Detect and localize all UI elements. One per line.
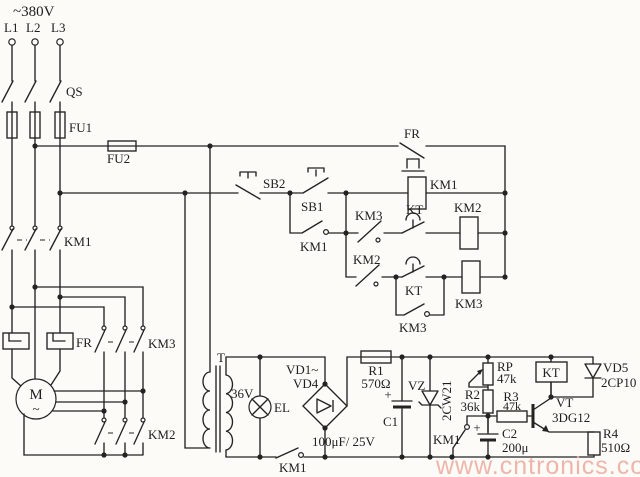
electronics-section: T 36V KM1 EL VD1~ VD4 — [184, 145, 636, 475]
km1-nc-label: KM1 — [433, 432, 460, 447]
kt1-label: KT — [406, 202, 423, 217]
motor-tilde: ~ — [32, 401, 39, 416]
motor: M ~ — [15, 378, 57, 420]
vd1-4-label-a: VD1~ — [286, 362, 318, 377]
c1-value: 100μF/ 25V — [312, 434, 376, 449]
r4-value: 510Ω — [601, 440, 630, 455]
r1-value: 570Ω — [361, 376, 390, 391]
vt-type: 3DG12 — [552, 410, 590, 425]
km1-coil-label: KM1 — [430, 177, 457, 192]
vd1-4-label-b: VD4 — [293, 376, 319, 391]
r3-label: R3 — [503, 389, 518, 404]
rp-label: RP — [497, 359, 513, 374]
vd5-type: 2CP10 — [601, 375, 636, 390]
km1-main-label: KM1 — [64, 234, 91, 249]
el-label: EL — [274, 400, 290, 415]
vt-label: VT — [556, 395, 573, 410]
main-circuit: KM1 FR M ~ KM3 — [1, 225, 175, 458]
kt2-label: KT — [405, 283, 422, 298]
km3-no-contact: KM3 — [395, 276, 445, 335]
km1-holding-contact: KM1 — [289, 192, 347, 254]
sb1-start-button: SB1 — [289, 167, 347, 214]
bridge-rectifier: VD1~ VD4 — [286, 356, 348, 458]
power-section: ~380V L1 L2 L3 QS FU1 FU2 — [1, 4, 399, 227]
km1-aux-label: KM1 — [300, 239, 327, 254]
terminal-l1 — [8, 38, 16, 46]
km2-coil-label: KM2 — [454, 200, 481, 215]
rp-potentiometer: RP 47k — [468, 356, 517, 391]
watermark: www.cntronics.com — [435, 452, 640, 477]
supply-voltage-label: ~380V — [13, 4, 55, 20]
sb2-stop-button: SB2 — [235, 171, 291, 200]
sb1-label: SB1 — [301, 199, 323, 214]
c2-capacitor: + C2 200μ — [473, 415, 529, 458]
km1-lamp-contact-label: KM1 — [279, 460, 306, 475]
r2-label: R2 — [465, 387, 480, 402]
c1-capacitor: + C1 100μF/ 25V — [312, 356, 413, 458]
transformer: T 36V — [202, 350, 326, 458]
km3-coil-label: KM3 — [455, 296, 482, 311]
fu2-fuse: FU2 — [32, 140, 399, 166]
r1-resistor: R1 570Ω — [346, 350, 594, 391]
phase-l1-label: L1 — [4, 20, 18, 35]
phase-l2-label: L2 — [26, 20, 40, 35]
c1-label: C1 — [383, 414, 398, 429]
fr-heaters: FR — [2, 332, 92, 350]
fr-heater-label: FR — [76, 335, 92, 350]
fr-nc-contact: FR — [399, 126, 506, 172]
r3-value: 47k — [503, 399, 521, 413]
c2-value: 200μ — [502, 440, 529, 455]
km2-coil-row: KM3 KT KM2 — [343, 200, 508, 250]
terminal-l3 — [56, 38, 64, 46]
r4-label: R4 — [603, 426, 619, 441]
r1-label: R1 — [368, 363, 383, 378]
km3-nc-label: KM3 — [355, 208, 382, 223]
sb2-label: SB2 — [263, 176, 285, 191]
km3-main-contacts: KM3 — [94, 325, 175, 419]
r3-resistor: R3 47k — [487, 389, 534, 423]
fu2-label: FU2 — [107, 151, 130, 166]
fu1-label: FU1 — [69, 120, 92, 135]
km2-nc-label: KM2 — [353, 252, 380, 267]
c2-label: C2 — [502, 426, 517, 441]
kt-relay-coil: KT — [535, 356, 594, 400]
vz-label: VZ — [408, 378, 425, 393]
r4-resistor: R4 510Ω — [587, 426, 630, 458]
km3-main-label: KM3 — [148, 336, 175, 351]
phase-l3-label: L3 — [51, 20, 65, 35]
vz-type: 2CW21 — [439, 381, 454, 421]
fr-nc-label: FR — [404, 126, 420, 141]
r2-value: 36k — [461, 399, 481, 414]
km2-main-contacts: KM2 — [94, 417, 175, 458]
c1-plus: + — [384, 387, 391, 402]
vz-zener: VZ 2CW21 — [408, 356, 454, 458]
fu1-fuses: FU1 — [6, 101, 92, 227]
km1-main-contacts: KM1 — [1, 225, 91, 251]
km2-main-label: KM2 — [148, 427, 175, 442]
vd5-label: VD5 — [603, 360, 628, 375]
control-ladder: SB2 SB1 KM1 FR KM1 KM3 — [235, 126, 508, 335]
rp-value: 47k — [497, 371, 517, 386]
km1-coil: KM1 — [345, 176, 508, 210]
transformer-label: T — [217, 350, 225, 365]
vt-transistor: VT 3DG12 — [531, 381, 595, 433]
bottom-rail: KM1 — [225, 447, 595, 475]
qs-switch: QS — [1, 80, 83, 103]
km1-discharge-contact: KM1 — [433, 415, 489, 458]
el-lamp: EL — [248, 354, 290, 458]
kt-coil-label: KT — [542, 365, 559, 380]
c2-plus: + — [473, 420, 480, 435]
vd5-diode: VD5 2CP10 — [584, 356, 636, 398]
motor-m-label: M — [29, 387, 42, 403]
km3-no-label: KM3 — [399, 320, 426, 335]
terminal-l2 — [31, 38, 39, 46]
km3-coil-row: KM2 KT KM3 — [345, 232, 508, 311]
secondary-voltage-label: 36V — [231, 386, 254, 401]
qs-label: QS — [66, 84, 83, 99]
